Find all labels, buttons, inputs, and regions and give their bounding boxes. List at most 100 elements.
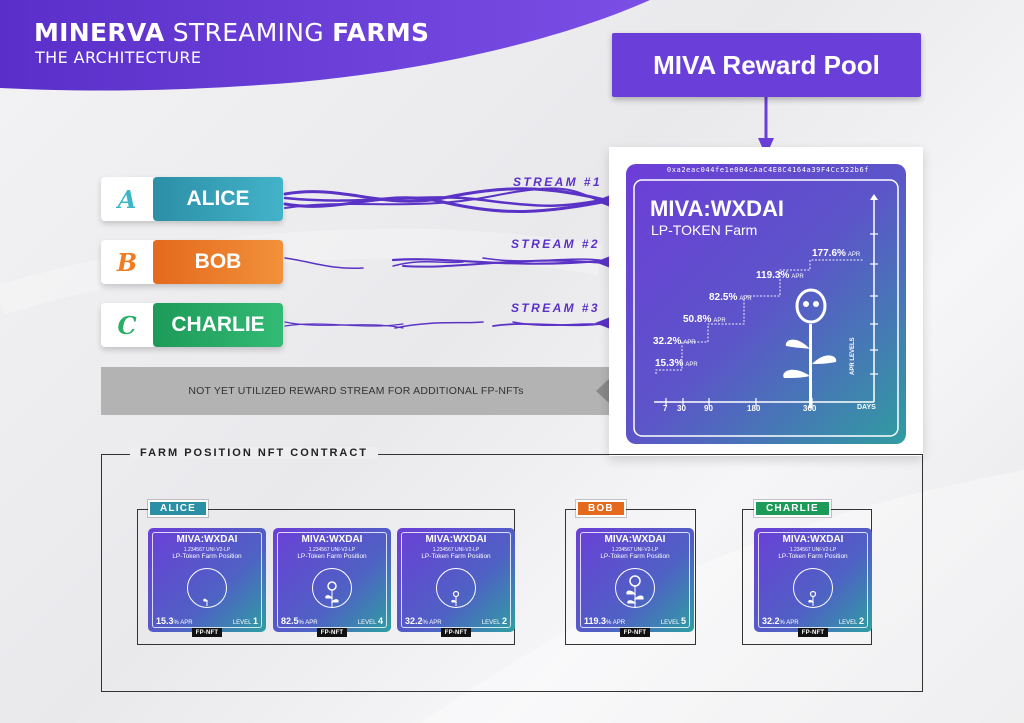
card-title: MIVA:WXDAI [604,534,666,545]
user-bob: B BOB [101,240,283,284]
card-level-value: 1 [252,616,258,626]
card-level-value: 4 [377,616,383,626]
x-tick-label: 360 [803,404,817,413]
y-axis-label: APR LEVELS [850,337,856,375]
user-name: CHARLIE [153,303,283,347]
fp-nft-badge: FP-NFT [317,628,347,637]
card-level: LEVEL 2 [482,616,507,626]
unused-stream-arrow-icon [596,378,610,404]
card-apr: 119.3% APR [584,616,626,626]
card-lp-amount: 1.234567 UNI-V2-LP [611,547,659,553]
card-apr-unit: APR [429,620,442,626]
card-subtitle: LP-Token Farm Position [778,553,848,560]
page-subtitle: THE ARCHITECTURE [35,48,202,67]
fp-nft-card[interactable]: MIVA:WXDAI 1.234567 UNI-V2-LP LP-Token F… [273,528,391,632]
plant-icon [626,575,644,608]
fp-nft-badge: FP-NFT [798,628,828,637]
stream-1-arrowhead [595,194,613,208]
apr-value: 50.8% [683,314,712,325]
card-apr-value: 82.5 [281,616,299,626]
card-lp-amount: 1.234567 UNI-V2-LP [183,547,231,553]
stream-2-arrowhead [595,255,613,269]
apr-unit: APR [683,340,696,346]
card-subtitle: LP-Token Farm Position [297,553,367,560]
card-subtitle: LP-Token Farm Position [172,553,242,560]
owner-tag-charlie: CHARLIE [754,500,831,517]
card-title: MIVA:WXDAI [301,534,363,545]
card-level: LEVEL 5 [661,616,686,626]
title-bold-1: MINERVA [34,18,165,47]
reward-streams [283,187,613,330]
plant-icon [325,581,339,608]
card-level-label: LEVEL [660,620,680,626]
card-level-value: 2 [501,616,507,626]
unused-stream-text: NOT YET UTILIZED REWARD STREAM FOR ADDIT… [188,385,524,397]
card-title: MIVA:WXDAI [425,534,487,545]
plant-icon [783,288,837,408]
x-tick-label: 90 [704,404,713,413]
stream-2-line [391,258,613,265]
nft-contract-label: FARM POSITION NFT CONTRACT [130,447,378,459]
apr-level-label: 15.3%APR [655,358,698,369]
fp-nft-card[interactable]: MIVA:WXDAI 1.234567 UNI-V2-LP LP-Token F… [576,528,694,632]
card-apr-unit: APR [612,620,626,626]
apr-value: 82.5% [709,292,738,303]
owner-tag-alice: ALICE [148,500,208,517]
nft-contract-box [101,454,923,692]
apr-value: 119.3% [756,270,790,281]
x-tick-label: 180 [747,404,761,413]
group-bob [565,509,696,645]
card-apr-value: 32.2 [405,616,423,626]
card-level: LEVEL 1 [233,616,258,626]
card-apr: 32.2% APR [405,616,442,626]
title-bold-2: FARMS [332,18,430,47]
user-charlie: C CHARLIE [101,303,283,347]
card-apr-value: 32.2 [762,616,780,626]
stream-2-line [482,257,613,263]
stream-3-label: STREAM #3 [511,301,600,315]
user-letter: C [101,303,153,347]
card-subtitle: LP-Token Farm Position [600,553,670,560]
user-letter: B [101,240,153,284]
stream-2-line [402,259,613,268]
unused-stream-bar: NOT YET UTILIZED REWARD STREAM FOR ADDIT… [101,367,611,415]
card-level: LEVEL 2 [839,616,864,626]
title-light: STREAMING [172,18,324,47]
page-title: MINERVA STREAMING FARMS [34,18,429,47]
fp-nft-card[interactable]: MIVA:WXDAI 1.234567 UNI-V2-LP LP-Token F… [754,528,872,632]
apr-unit: APR [739,296,752,302]
farm-contract-address: 0xa2eac044fe1e004cAaC4E8C4164a39F4Cc522b… [666,166,870,174]
fp-nft-card[interactable]: MIVA:WXDAI 1.234567 UNI-V2-LP LP-Token F… [148,528,266,632]
apr-value: 15.3% [655,358,684,369]
card-level: LEVEL 4 [358,616,383,626]
card-apr-unit: APR [180,620,193,626]
card-lp-amount: 1.234567 UNI-V2-LP [308,547,356,553]
stream-2-line [392,260,464,267]
stream-1-line [284,187,613,209]
sprout-icon [203,598,208,606]
card-level-value: 5 [680,616,686,626]
stream-2-label: STREAM #2 [511,237,600,251]
apr-level-label: 50.8%APR [683,314,726,325]
stream-3-line [394,321,484,329]
card-subtitle: LP-Token Farm Position [421,553,491,560]
card-apr: 82.5% APR [281,616,318,626]
card-level-label: LEVEL [838,620,858,626]
apr-level-label: 32.2%APR [653,336,696,347]
x-tick-label: 30 [677,404,686,413]
farm-card-frame [633,179,899,437]
stream-1-label: STREAM #1 [513,175,602,189]
plant-circle-icon [187,568,227,608]
apr-unit: APR [791,274,804,280]
apr-value: 32.2% [653,336,682,347]
fp-nft-card[interactable]: MIVA:WXDAI 1.234567 UNI-V2-LP LP-Token F… [397,528,515,632]
plant-circle-icon [793,568,833,608]
card-lp-amount: 1.234567 UNI-V2-LP [432,547,480,553]
x-tick-label: 7 [663,404,668,413]
stream-2-line [284,257,364,270]
apr-unit: APR [847,252,861,258]
apr-value: 177.6% [812,248,846,259]
farm-title: MIVA:WXDAI [650,196,785,221]
sprout-icon [808,590,817,606]
apr-level-label: 82.5%APR [709,292,752,303]
